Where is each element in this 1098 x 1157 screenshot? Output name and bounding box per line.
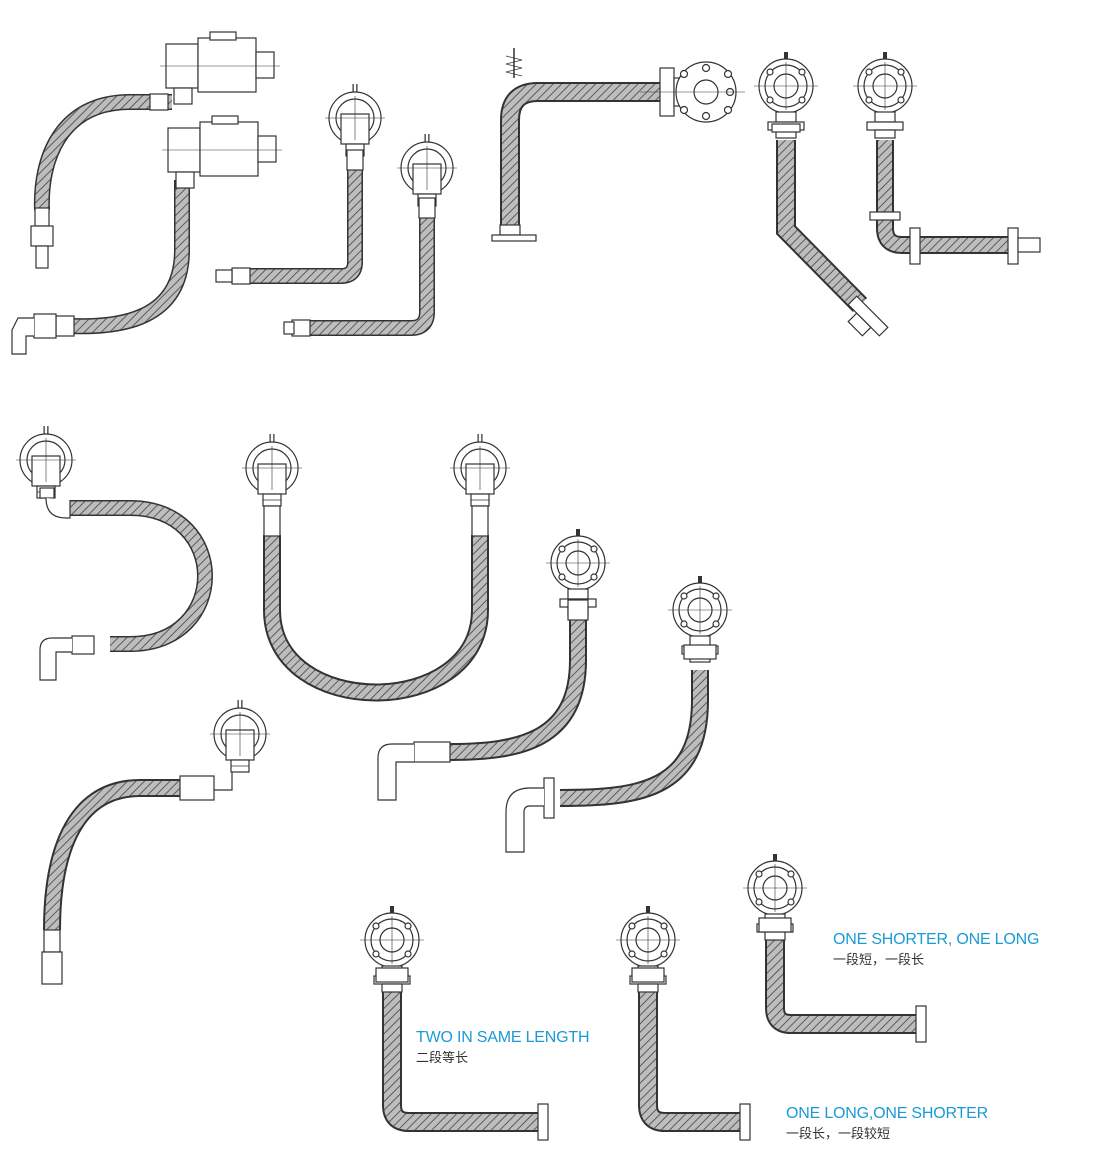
assembly-one-long-one-shorter xyxy=(614,904,751,1141)
assembly-flanged-curve xyxy=(505,574,734,853)
assembly-flange-90-short xyxy=(851,50,1041,265)
caption-one-long-one-shorter-cn: 一段长，一段较短 xyxy=(786,1127,891,1142)
assembly-round-joint-short-elbow xyxy=(215,84,385,285)
assembly-two-same-length xyxy=(358,904,549,1141)
caption-one-shorter-one-long: ONE SHORTER, ONE LONG 一段短，一段长 xyxy=(833,931,1040,968)
caption-two-same-length-en: TWO IN SAME LENGTH xyxy=(416,1029,590,1046)
caption-one-long-one-shorter-en: ONE LONG,ONE SHORTER xyxy=(786,1105,988,1122)
caption-two-same-length: TWO IN SAME LENGTH 二段等长 xyxy=(416,1029,590,1066)
caption-one-shorter-one-long-cn: 一段短，一段长 xyxy=(833,953,925,968)
assembly-box-joint-long xyxy=(11,115,283,355)
caption-one-long-one-shorter: ONE LONG,ONE SHORTER 一段长，一段较短 xyxy=(786,1105,988,1142)
assembly-loop-left xyxy=(16,426,213,681)
assembly-box-joint-short xyxy=(30,31,281,269)
assembly-u-shaped xyxy=(242,434,510,702)
assembly-flange-elbow-spring xyxy=(491,48,745,242)
caption-one-shorter-one-long-en: ONE SHORTER, ONE LONG xyxy=(833,931,1040,948)
caption-two-same-length-cn: 二段等长 xyxy=(416,1051,469,1066)
assembly-round-joint-long-elbow xyxy=(283,134,457,337)
assembly-one-shorter-one-long xyxy=(741,852,927,1043)
assembly-s-curve xyxy=(377,527,612,801)
assembly-long-drop xyxy=(41,700,270,985)
assembly-flange-angled xyxy=(752,50,889,337)
